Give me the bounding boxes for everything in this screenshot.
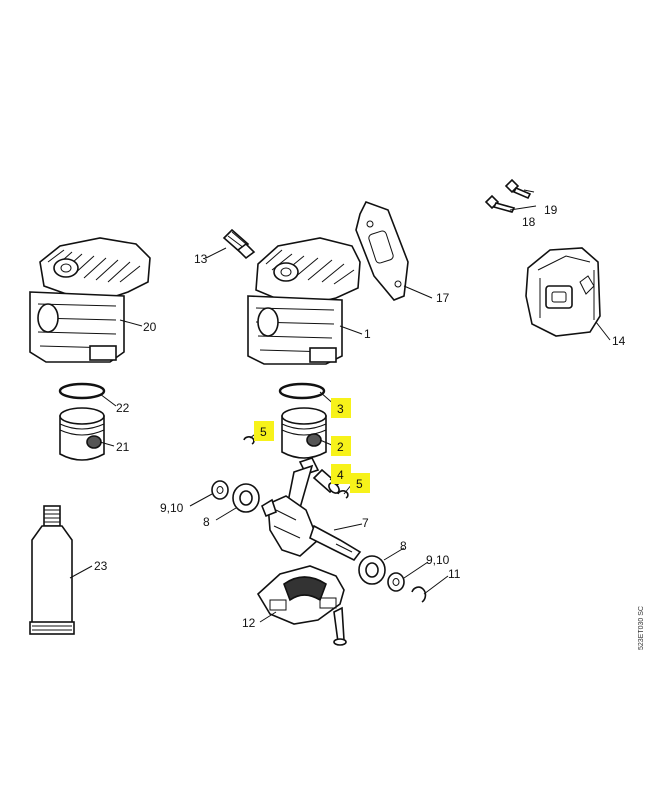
callout-9-10-left: 9,10 xyxy=(160,501,184,515)
callout-2: 2 xyxy=(337,440,344,454)
callout-11: 11 xyxy=(448,567,461,581)
callout-4: 4 xyxy=(337,468,344,482)
piston-21-drawing xyxy=(59,407,105,461)
callout-9-10-right: 9,10 xyxy=(426,553,450,567)
crankshaft-7-drawing xyxy=(261,457,362,562)
highlight-2 xyxy=(331,436,351,456)
crankcase-12-drawing xyxy=(256,565,345,625)
callout-18: 18 xyxy=(522,215,536,229)
callout-8-left: 8 xyxy=(203,515,210,529)
bearing-8-left-drawing xyxy=(232,483,260,513)
callout-20: 20 xyxy=(143,320,157,334)
seal-9-10-left-drawing xyxy=(211,480,229,500)
circlip-5-left-drawing xyxy=(243,436,255,445)
callout-12: 12 xyxy=(242,616,256,630)
muffler-14-drawing xyxy=(525,247,601,337)
document-code: 523ET030 SC xyxy=(638,606,645,650)
circlip-11-drawing xyxy=(411,586,427,603)
highlight-5a xyxy=(254,421,274,441)
seal-9-10-right-drawing xyxy=(387,572,405,592)
bearing-8-right-drawing xyxy=(358,555,386,585)
callout-5-right: 5 xyxy=(356,477,363,491)
callout-14: 14 xyxy=(612,334,626,348)
highlight-5b xyxy=(350,473,370,493)
crankcase-screw-drawing xyxy=(333,606,347,646)
leader-lines xyxy=(69,189,611,623)
cylinder-1-drawing xyxy=(247,237,361,365)
callout-5-left: 5 xyxy=(260,425,267,439)
callout-8-right: 8 xyxy=(400,539,407,553)
circlip-5-right-drawing xyxy=(337,490,349,499)
highlight-3 xyxy=(331,398,351,418)
callout-17: 17 xyxy=(436,291,450,305)
callout-23: 23 xyxy=(94,559,108,573)
spark-plug-13-drawing xyxy=(222,228,256,260)
callout-21: 21 xyxy=(116,440,130,454)
screws-18-19-drawing xyxy=(484,178,532,213)
grease-tube-23-drawing xyxy=(29,505,75,635)
cylinder-20-drawing xyxy=(29,237,151,363)
piston-ring-22-drawing xyxy=(58,382,106,400)
callout-1: 1 xyxy=(364,327,371,341)
callout-7: 7 xyxy=(362,516,369,530)
callout-3: 3 xyxy=(337,402,344,416)
piston-ring-3-drawing xyxy=(278,382,326,400)
callout-22: 22 xyxy=(116,401,130,415)
callout-13: 13 xyxy=(194,252,208,266)
callout-19: 19 xyxy=(544,203,558,217)
piston-2-drawing xyxy=(281,407,327,459)
gasket-17-drawing xyxy=(355,201,409,301)
highlight-4 xyxy=(331,464,351,484)
